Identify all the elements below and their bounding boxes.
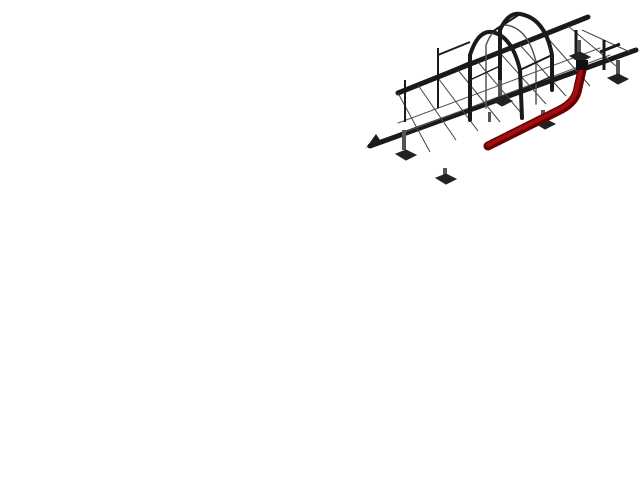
cross-beam	[397, 92, 431, 153]
cross-beam	[499, 52, 547, 105]
pipe-fitting	[576, 60, 588, 70]
cross-beam	[581, 29, 631, 53]
arch-ribs	[468, 11, 554, 122]
cross-beam	[519, 44, 567, 97]
support-leg	[488, 112, 491, 122]
cross-beam	[437, 77, 479, 132]
cross-beam	[417, 84, 457, 141]
rail-inner-2	[404, 54, 611, 133]
support-leg	[606, 60, 630, 85]
arch-rib-inner	[485, 24, 537, 109]
red-pipe	[483, 60, 588, 151]
support-leg	[490, 80, 514, 107]
support-leg	[394, 130, 418, 161]
support-leg	[434, 168, 458, 185]
cross-beam	[457, 69, 501, 123]
support-leg	[568, 40, 592, 63]
rail-end-left	[366, 134, 380, 148]
side-frame	[404, 41, 471, 122]
